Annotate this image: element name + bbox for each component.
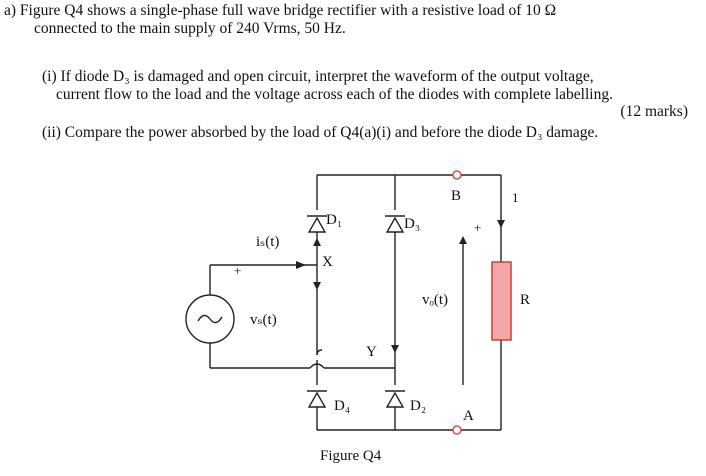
label-d2: D₂: [410, 398, 426, 414]
label-node-x: X: [322, 254, 333, 270]
figure-caption: Figure Q4: [320, 448, 382, 464]
diode-d1-icon: [307, 215, 327, 233]
down-arrow-icon: [313, 282, 321, 290]
diode-d3-icon: [385, 215, 405, 233]
resistor-r-icon: [491, 261, 512, 341]
current-arrow-icon: [296, 261, 306, 269]
label-plus-source: +: [234, 263, 241, 278]
diode-d2-icon: [385, 390, 405, 408]
part-i-line-2: current flow to the load and the voltage…: [56, 86, 613, 103]
down-arrow-icon-y: [391, 345, 399, 353]
label-node-y: Y: [366, 344, 377, 360]
terminal-b-icon: [452, 170, 462, 180]
label-vs: vₛ(t): [250, 312, 277, 328]
label-plus-output: +: [474, 220, 481, 235]
vo-arrow-icon: [459, 236, 467, 244]
part-i-line-1: (i) If diode D₃ is damaged and open circ…: [42, 68, 594, 85]
question-line-1: a) Figure Q4 shows a single-phase full w…: [4, 2, 557, 19]
load-current-arrow-icon: [497, 220, 505, 228]
terminal-a-icon: [452, 425, 462, 435]
label-node-a: A: [463, 408, 474, 424]
part-ii-line: (ii) Compare the power absorbed by the l…: [42, 124, 599, 141]
diode-d4-icon: [307, 390, 327, 408]
label-resistor: R: [520, 292, 530, 308]
part-i-marks: (12 marks): [620, 103, 688, 120]
label-vo: vₒ(t): [422, 292, 448, 308]
label-d1: D₁: [326, 212, 342, 228]
label-d4: D₄: [334, 398, 350, 414]
up-arrow-icon: [313, 238, 321, 246]
label-d3: D₃: [404, 216, 420, 232]
question-line-2: connected to the main supply of 240 Vrms…: [34, 20, 346, 37]
label-is: iₛ(t): [256, 234, 279, 250]
label-one: 1: [512, 190, 519, 205]
label-node-b: B: [451, 188, 461, 204]
